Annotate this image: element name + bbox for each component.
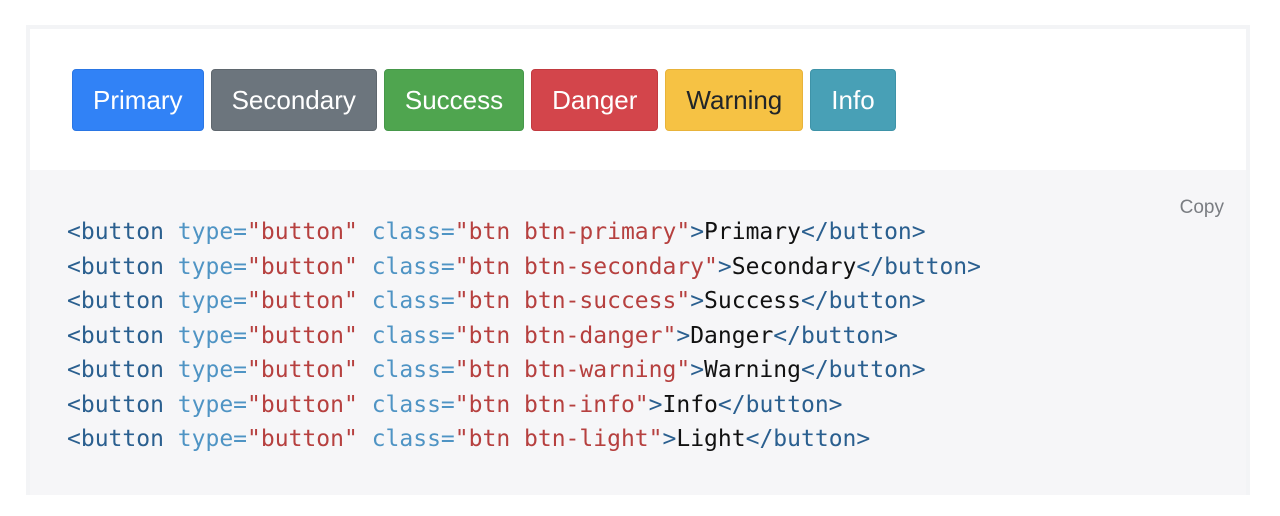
- code-inner-text: Warning: [704, 357, 801, 383]
- code-lines: <button type="button" class="btn btn-pri…: [67, 215, 981, 457]
- code-tag-open: <button: [67, 253, 164, 280]
- success-button[interactable]: Success: [383, 69, 525, 131]
- code-type-value: "button": [247, 357, 358, 383]
- code-type-value: "button": [247, 426, 358, 452]
- warning-button[interactable]: Warning: [665, 69, 804, 131]
- code-tag-close: >: [717, 253, 732, 280]
- code-line: <button type="button" class="btn btn-sec…: [67, 250, 981, 285]
- code-tag-end: </button>: [856, 253, 981, 280]
- code-tag-close: >: [662, 426, 677, 452]
- code-class-value: "btn btn-secondary": [454, 253, 718, 280]
- code-tag-open: <button: [67, 357, 164, 383]
- code-attr-type: type=: [177, 219, 248, 245]
- code-type-value: "button": [247, 322, 358, 349]
- info-button[interactable]: Info: [810, 69, 896, 131]
- code-tag-close: >: [690, 357, 705, 383]
- code-type-value: "button": [247, 391, 358, 418]
- code-line: <button type="button" class="btn btn-war…: [67, 353, 981, 388]
- code-tag-end: </button>: [717, 391, 843, 418]
- code-type-value: "button": [247, 288, 358, 314]
- code-class-value: "btn btn-primary": [454, 219, 691, 245]
- code-attr-type: type=: [177, 391, 248, 418]
- code-attr-class: class=: [371, 219, 455, 245]
- code-line: <button type="button" class="btn btn-inf…: [67, 388, 981, 423]
- button-row: Primary Secondary Success Danger Warning…: [72, 69, 896, 131]
- copy-button[interactable]: Copy: [1179, 197, 1224, 218]
- code-inner-text: Success: [704, 288, 801, 314]
- docs-example-frame: Primary Secondary Success Danger Warning…: [26, 25, 1250, 495]
- code-tag-end: </button>: [745, 426, 871, 452]
- code-class-value: "btn btn-warning": [454, 357, 691, 383]
- danger-button[interactable]: Danger: [531, 69, 659, 131]
- code-attr-class: class=: [371, 288, 455, 314]
- code-tag-end: </button>: [800, 219, 926, 245]
- code-tag-close: >: [690, 219, 705, 245]
- code-class-value: "btn btn-info": [454, 391, 649, 418]
- code-attr-type: type=: [177, 253, 248, 280]
- code-class-value: "btn btn-success": [454, 288, 691, 314]
- code-line: <button type="button" class="btn btn-pri…: [67, 215, 981, 250]
- code-tag-open: <button: [67, 322, 164, 349]
- code-attr-class: class=: [371, 391, 455, 418]
- code-attr-class: class=: [371, 253, 455, 280]
- code-type-value: "button": [247, 253, 358, 280]
- code-snippet: Copy <button type="button" class="btn bt…: [30, 170, 1246, 495]
- code-inner-text: Info: [662, 391, 718, 418]
- code-class-value: "btn btn-light": [454, 426, 663, 452]
- code-tag-open: <button: [67, 288, 164, 314]
- code-attr-type: type=: [177, 426, 248, 452]
- code-attr-type: type=: [177, 288, 248, 314]
- code-tag-end: </button>: [800, 288, 926, 314]
- code-tag-open: <button: [67, 219, 164, 245]
- code-inner-text: Light: [676, 426, 746, 452]
- code-attr-class: class=: [371, 322, 455, 349]
- primary-button[interactable]: Primary: [72, 69, 204, 131]
- code-inner-text: Danger: [690, 322, 774, 349]
- code-class-value: "btn btn-danger": [454, 322, 677, 349]
- button-example-preview: Primary Secondary Success Danger Warning…: [30, 29, 1246, 170]
- code-inner-text: Secondary: [731, 253, 857, 280]
- code-tag-end: </button>: [800, 357, 926, 383]
- code-line: <button type="button" class="btn btn-suc…: [67, 284, 981, 319]
- code-tag-open: <button: [67, 391, 164, 418]
- code-attr-type: type=: [177, 357, 248, 383]
- code-line: <button type="button" class="btn btn-lig…: [67, 422, 981, 457]
- code-tag-close: >: [676, 322, 691, 349]
- code-tag-end: </button>: [773, 322, 898, 349]
- secondary-button[interactable]: Secondary: [210, 69, 377, 131]
- code-attr-class: class=: [371, 357, 455, 383]
- code-inner-text: Primary: [704, 219, 801, 245]
- code-line: <button type="button" class="btn btn-dan…: [67, 319, 981, 354]
- code-tag-close: >: [648, 391, 663, 418]
- code-attr-class: class=: [371, 426, 455, 452]
- code-type-value: "button": [247, 219, 358, 245]
- code-tag-open: <button: [67, 426, 164, 452]
- code-tag-close: >: [690, 288, 705, 314]
- code-attr-type: type=: [177, 322, 248, 349]
